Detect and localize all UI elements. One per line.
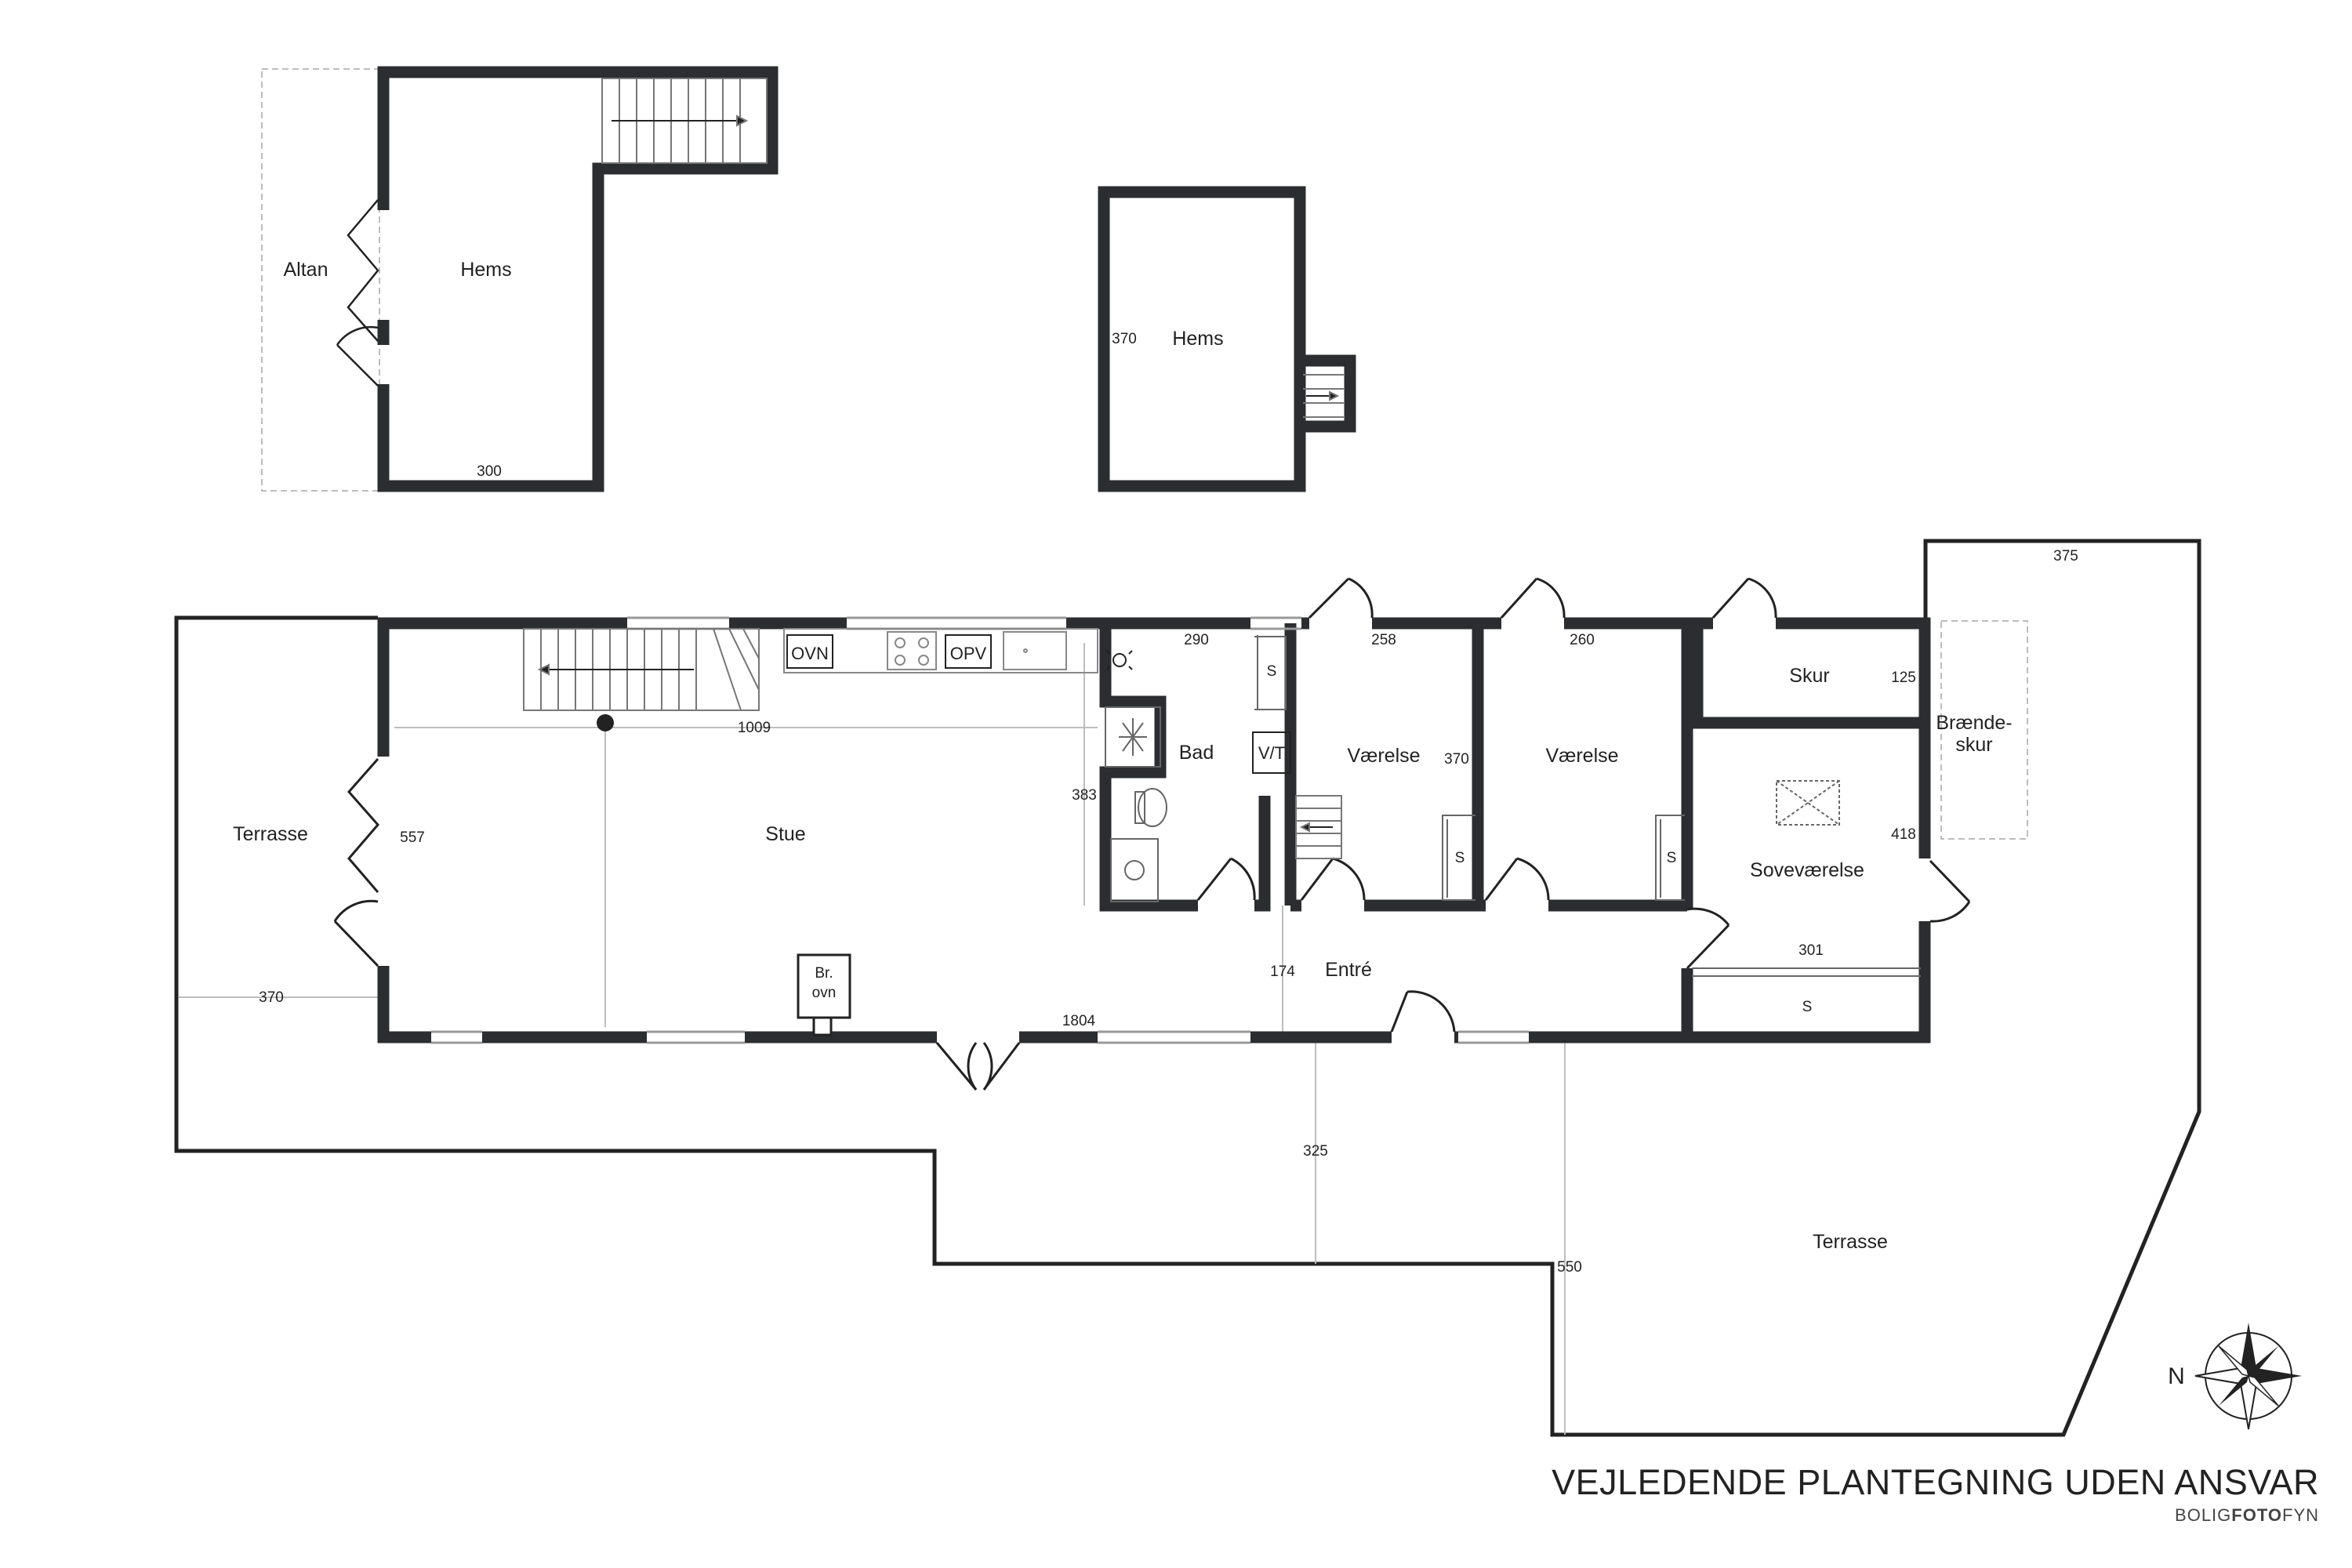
dim-vaerelse-depth: 370 [1444,751,1469,768]
kitchen-counter [783,628,1098,673]
dim-bad-depth: 383 [1072,787,1097,804]
disclaimer-title: VEJLEDENDE PLANTEGNING UDEN ANSVAR [1552,1462,2319,1502]
label-washer-dryer: V/T [1258,743,1285,763]
dim-terrasse-width: 370 [259,989,284,1006]
label-oven: OVN [791,644,829,663]
terrace-outlines [174,539,2201,1437]
room-altan: Altan [284,259,328,281]
brand-part-a: BOLIG [2175,1505,2232,1525]
dim-terrasse-south-depth: 325 [1303,1143,1328,1160]
hems-left-stair [601,78,768,164]
label-closet-bath: S [1267,663,1277,680]
dim-sovevaerelse-width: 301 [1798,942,1824,959]
brand-part-c: FYN [2282,1505,2319,1525]
label-closet-room2: S [1667,850,1677,866]
label-closet-sove: S [1802,999,1813,1015]
compass-label: N [2168,1363,2185,1389]
brand-logo: BOLIGFOTOFYN [2175,1505,2319,1526]
room-braendeskur-1: Brænde- [1936,712,2012,734]
room-vaerelse-2: Værelse [1545,745,1618,767]
room-hems-left: Hems [460,259,511,281]
room-braendeskur-2: skur [1955,734,1992,756]
dim-total-length: 1804 [1062,1013,1096,1029]
fixture-labels: OVN OPV V/T Br. ovn S S S S [791,644,1812,1015]
hems-left-walls [377,66,779,492]
hall-stair [1295,795,1342,859]
hems-mid-stair [1303,374,1344,418]
room-sovevaerelse: Soveværelse [1750,859,1864,881]
dim-hems-left-width: 300 [477,463,502,480]
hems-mid-walls [1098,186,1356,492]
label-closet-room1: S [1455,850,1465,866]
compass-rose-icon: N [2168,1323,2302,1430]
brand-part-b: FOTO [2231,1505,2282,1525]
main-stair [523,628,760,711]
light-icon [1106,650,1133,670]
fireplace [797,953,851,1036]
label-dishwasher: OPV [950,644,987,663]
room-terrasse-south: Terrasse [1813,1231,1888,1253]
dim-vaerelse1-width: 258 [1371,632,1396,648]
dim-vaerelse2-width: 260 [1570,632,1595,648]
room-vaerelse-1: Værelse [1347,745,1420,767]
dim-skur-depth: 125 [1891,670,1916,686]
dim-braendeskur-width: 375 [2053,548,2078,564]
dimension-labels: 300 370 1009 557 370 290 383 258 370 260… [259,331,2078,1276]
dim-bad-width: 290 [1184,632,1209,648]
room-labels: Hems Altan Hems Terrasse Stue Bad Værels… [233,259,2013,1253]
dim-stue-length: 1009 [738,720,771,736]
post-dot [597,714,614,731]
room-skur: Skur [1789,665,1829,687]
dim-sovevaerelse-depth: 418 [1891,826,1916,843]
dimension-lines [179,68,2028,1435]
closets [1442,780,1921,977]
room-hems-mid: Hems [1172,328,1223,350]
label-stove-1: Br. [815,965,833,982]
terrace-west-outline [174,539,2201,1437]
room-bad: Bad [1179,742,1214,764]
room-stue: Stue [765,823,805,845]
label-stove-2: ovn [812,985,837,1001]
dim-entre-depth: 174 [1270,964,1295,980]
doors [333,577,1971,1091]
dim-terrasse-south-width: 550 [1557,1259,1582,1276]
main-walls [377,617,1931,1044]
dim-hems-mid-depth: 370 [1112,331,1137,347]
altan-folding-door [336,199,379,387]
room-entre: Entré [1325,959,1372,981]
dim-terrasse-depth: 557 [400,829,425,846]
room-terrasse-west: Terrasse [233,823,308,845]
bath-fixtures [1105,635,1291,902]
